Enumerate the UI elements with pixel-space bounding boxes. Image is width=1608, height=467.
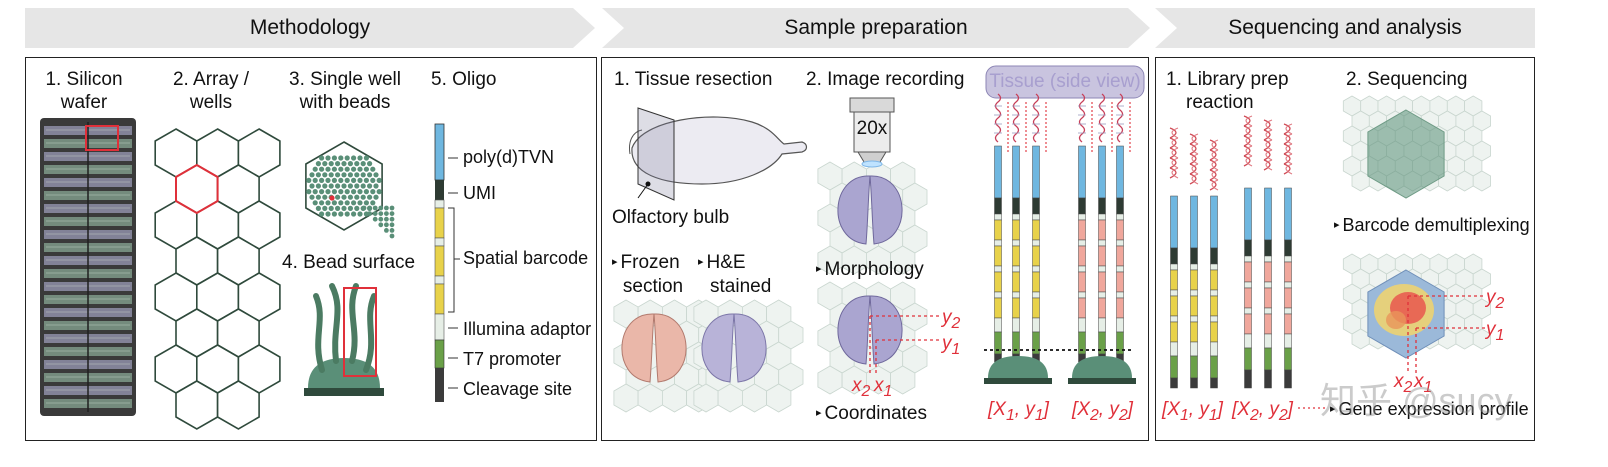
oligo-label-cleavage-site: Cleavage site [463,379,573,399]
step-single-well-line2: with beads [299,92,391,113]
step-array-wells-line2: wells [189,92,233,113]
oligo-graphic [434,123,460,402]
frozen-section-label-line2: section [622,276,684,297]
step-silicon-wafer-line2: wafer [60,92,108,113]
banner-arrow-shape [25,8,595,48]
oligo-label-illumina-adaptor: Illumina adaptor [463,319,592,339]
panel-sequencing: 1. Library prep reaction 2. Sequencing ▸… [1155,57,1535,441]
magnification-label: 20x [856,118,888,139]
mouse-brain-graphic [629,107,808,201]
banner-arrow-shape [602,8,1150,48]
step-library-prep: 1. Library prep [1166,69,1289,90]
coord-x1y1-label: [X1, y1] [988,399,1049,424]
section-grids [613,161,928,413]
watermark: 知乎 @sucy [1320,380,1513,421]
oligo-label-umi: UMI [463,183,496,203]
y2-label: y2 [942,307,961,332]
banner-sample-preparation-label: Sample preparation [784,16,968,39]
methodology-graphics [40,118,460,430]
panel-methodology: 1. Silicon wafer 2. Array / wells 3. Sin… [25,57,597,441]
coordinate-guides [869,315,940,376]
he-stained-label-line2: stained [710,276,772,297]
arrow-icon: ▸ [816,407,822,419]
seq-coord-x1y1-label: [X1, y1] [1162,399,1223,424]
arrow-icon: ▸ [698,256,704,268]
library-strands-graphic [1169,115,1293,389]
step-tissue-resection: 1. Tissue resection [614,69,773,90]
step-library-prep-line2: reaction [1186,92,1254,113]
banner-sample-preparation: Sample preparation [602,8,1150,48]
banner-arrow-shape [1155,8,1535,48]
morphology-label: ▸Morphology [816,259,924,280]
step-single-well: 3. Single well [289,69,401,90]
seq-coord-x2y2-label: [X2, y2] [1232,399,1293,424]
x2-label: x2 [852,375,871,400]
tissue-side-view-graphic [984,65,1145,384]
step-array-wells: 2. Array / [172,69,250,90]
banner-methodology-label: Methodology [249,16,371,39]
bead-surface-graphic [304,283,384,396]
coord-x2y2-label: [X2, y2] [1072,399,1133,424]
seq-x2-label: x2 [1394,371,1413,396]
banner-sequencing-label: Sequencing and analysis [1228,16,1462,39]
he-stained-label: ▸H&E [698,252,746,273]
tissue-side-view-label: Tissue (side view) [989,71,1141,92]
oligo-label-t7-promoter: T7 promoter [463,349,562,369]
single-well-graphic [305,141,395,239]
frozen-section-label: ▸Frozen [612,252,680,273]
step-sequencing: 2. Sequencing [1346,69,1468,90]
y1-label: y1 [942,333,961,358]
silicon-wafer-graphic [40,118,136,416]
seq-x1-label: x1 [1414,371,1433,396]
step-silicon-wafer: 1. Silicon [45,69,123,90]
step-bead-surface: 4. Bead surface [282,252,416,273]
barcode-demultiplexing-label: ▸Barcode demultiplexing [1334,215,1530,235]
x1-label: x1 [874,375,893,400]
panel-sample-preparation: 1. Tissue resection Olfactory bulb ▸Froz… [601,57,1149,441]
microscope-objective-graphic [849,97,895,168]
sequencing-coordinate-guides [1298,295,1486,409]
arrow-icon: ▸ [816,263,822,275]
oligo-label-spatial-barcode: Spatial barcode [463,248,589,268]
seq-y1-label: y1 [1486,319,1505,344]
step-image-recording: 2. Image recording [806,69,965,90]
arrow-icon: ▸ [612,256,618,268]
sample-graphics [613,65,1145,413]
step-oligo: 5. Oligo [431,69,497,90]
sequencing-graphics [1169,95,1492,409]
banner-methodology: Methodology [25,8,595,48]
arrow-icon: ▸ [1330,403,1336,415]
olfactory-bulb-label: Olfactory bulb [612,207,730,228]
oligo-label-polyd: poly(d)TVN [463,147,555,167]
hex-array-graphic [154,128,281,430]
gene-expression-profile-label: ▸Gene expression profile [1330,399,1529,419]
seq-y2-label: y2 [1486,287,1505,312]
coordinates-label: ▸Coordinates [816,403,927,424]
banner-sequencing: Sequencing and analysis [1155,8,1535,48]
arrow-icon: ▸ [1334,219,1340,231]
